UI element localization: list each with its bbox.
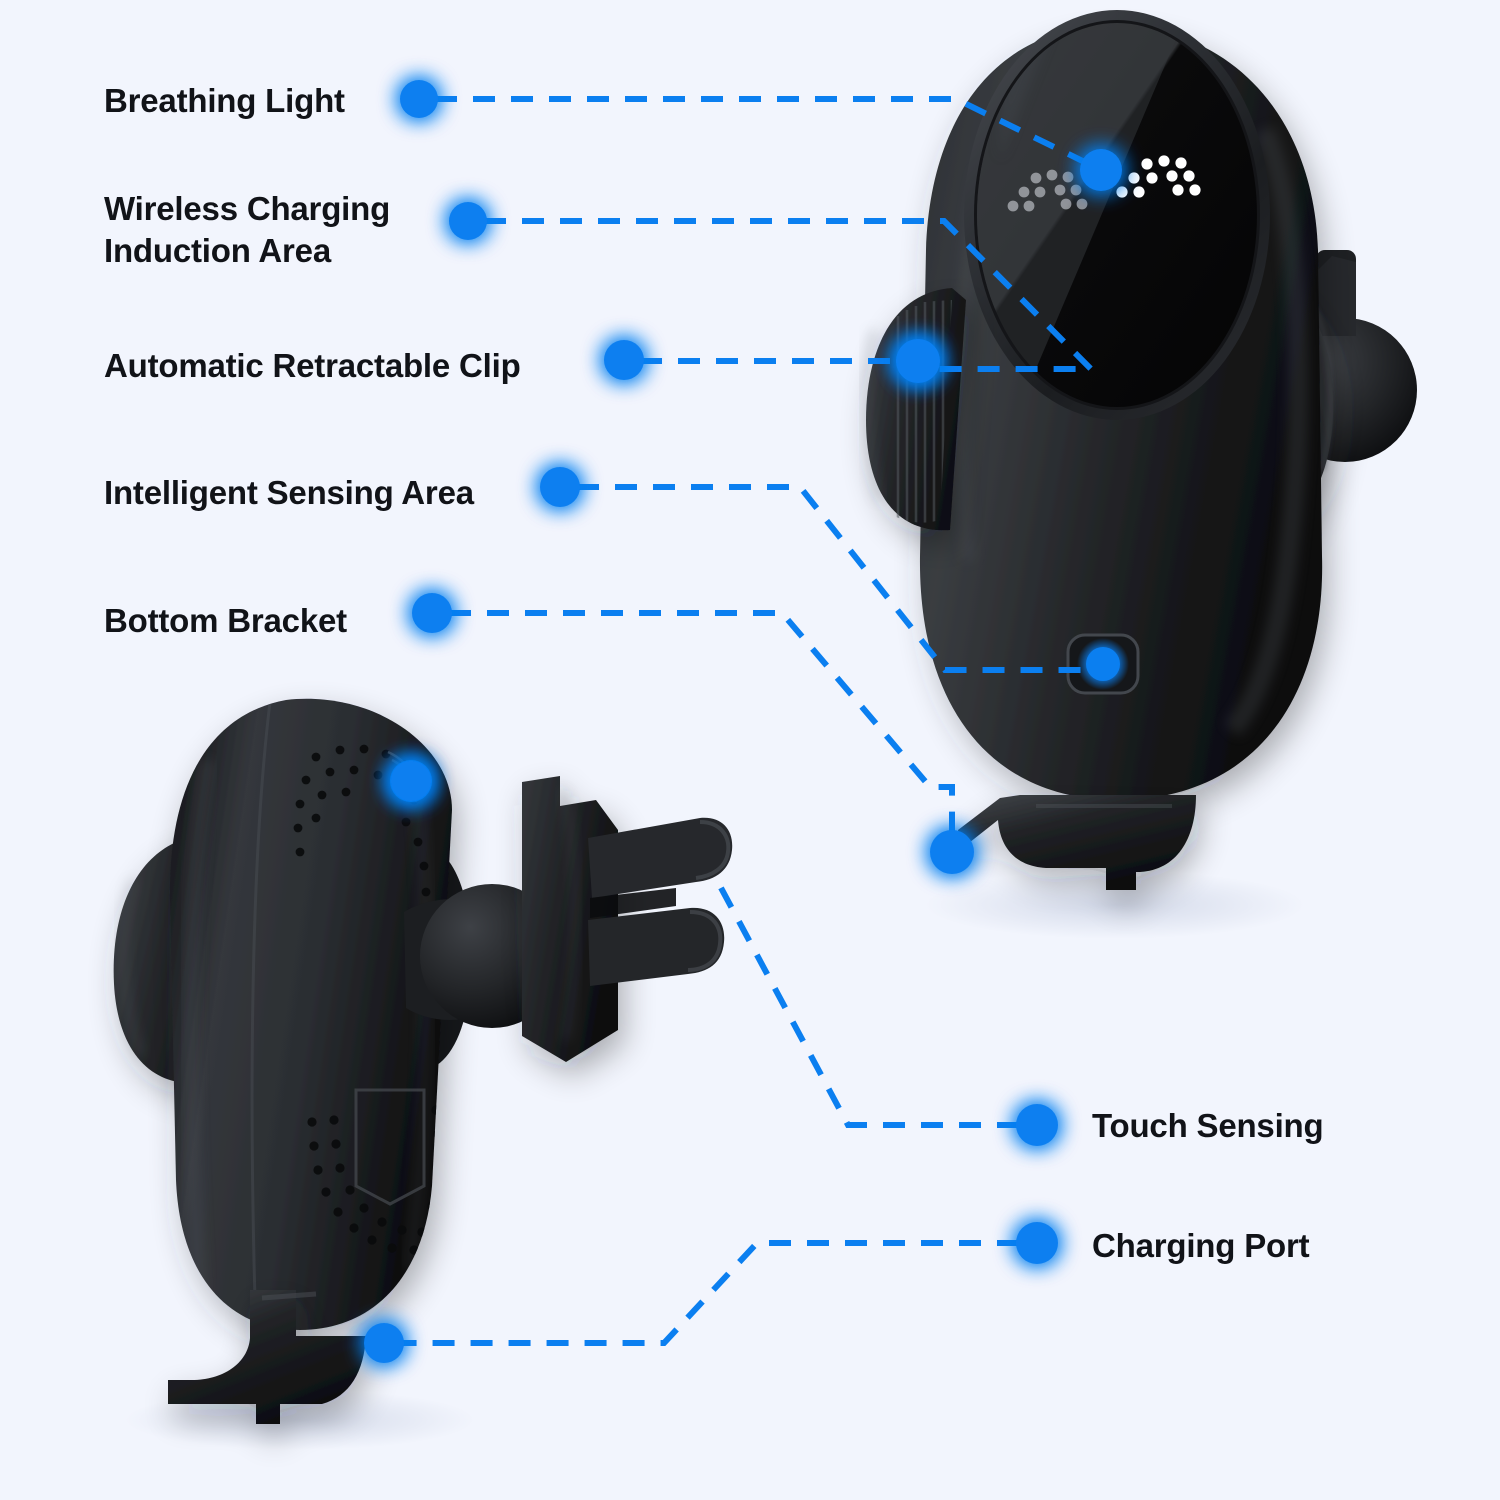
product-shadow-back	[125, 1390, 475, 1450]
touch-sensing-button	[1066, 633, 1140, 695]
callout-label-bottom-bracket: Bottom Bracket	[104, 602, 347, 639]
callout-target-bottom-bracket[interactable]	[930, 830, 974, 874]
callout-label-breathing-light: Breathing Light	[104, 82, 345, 119]
coil-pad-outline	[354, 1088, 426, 1206]
led-eye-left	[1007, 169, 1088, 212]
callout-dot-breathing-light[interactable]	[400, 80, 438, 118]
callout-line-wireless-charging-induction-area	[484, 218, 1099, 372]
callout-dot-touch-sensing[interactable]	[1016, 1104, 1058, 1146]
air-vent-clip	[404, 776, 733, 1062]
callout-dot-group	[364, 80, 1122, 1363]
callout-label-intelligent-sensing-area: Intelligent Sensing Area	[104, 474, 474, 511]
callout-line-touch-sensing	[717, 884, 1019, 1128]
back-body-shell	[169, 698, 452, 1330]
led-eye-right	[1116, 155, 1201, 198]
callout-target-touch-sensing[interactable]	[391, 761, 431, 801]
callout-line-group	[403, 96, 1103, 1346]
product-shadow-front	[925, 871, 1305, 939]
callout-label-touch-sensing: Touch Sensing	[1092, 1107, 1324, 1144]
callout-line-breathing-light	[435, 96, 1103, 173]
left-clip-arm	[862, 288, 966, 531]
product-back-view	[113, 698, 733, 1424]
callout-label-automatic-retractable-clip: Automatic Retractable Clip	[104, 347, 521, 384]
callout-target-automatic-retractable-clip[interactable]	[896, 339, 940, 383]
callout-dot-charging-port[interactable]	[1016, 1222, 1058, 1264]
callout-target-breathing-light[interactable]	[1080, 149, 1122, 191]
back-bottom-bracket-hook	[168, 1290, 366, 1424]
callout-dot-automatic-retractable-clip[interactable]	[604, 340, 644, 380]
callout-target-charging-port[interactable]	[364, 1323, 404, 1363]
product-front-view	[862, 10, 1417, 890]
callout-line-charging-port	[403, 1240, 1019, 1346]
callout-label-wireless-charging-induction-area: Wireless Charging Induction Area	[104, 190, 391, 269]
bottom-bracket-hook	[958, 795, 1196, 890]
callout-dot-bottom-bracket[interactable]	[412, 593, 452, 633]
callout-dot-wireless-charging-induction-area[interactable]	[449, 202, 487, 240]
callout-dot-intelligent-sensing-area[interactable]	[540, 467, 580, 507]
callout-label-charging-port: Charging Port	[1092, 1227, 1310, 1264]
